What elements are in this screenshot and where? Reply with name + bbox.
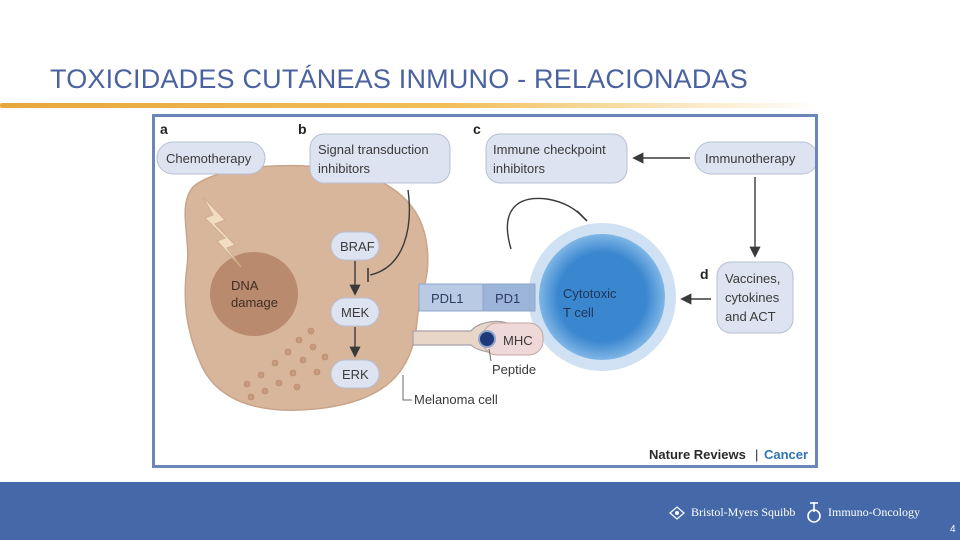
pd1-label: PD1 <box>495 291 520 306</box>
checkpoint-inhibition-arrow <box>506 197 584 250</box>
nucleus <box>210 252 298 336</box>
figure-panel: a b c d DNA damage Chemotherapy Signal t… <box>152 114 818 468</box>
signal-transduction-label-line2: inhibitors <box>318 161 371 176</box>
source-journal: Nature Reviews <box>649 447 746 462</box>
immuno-oncology-icon <box>807 502 821 523</box>
bms-emblem-icon <box>669 505 685 520</box>
pdl1-label: PDL1 <box>431 291 464 306</box>
t-cell-label-line2: T cell <box>563 305 594 320</box>
panel-letter-d: d <box>700 266 709 282</box>
signal-inhibition-arrow <box>369 189 411 276</box>
signal-transduction-label-line1: Signal transduction <box>318 142 429 157</box>
page-number: 4 <box>950 524 956 535</box>
dna-damage-label-line2: damage <box>231 295 278 310</box>
t-cell-label-line1: Cytotoxic <box>563 286 617 301</box>
vaccines-label-line1: Vaccines, <box>725 271 780 286</box>
checkpoint-inhibitors-box <box>485 133 628 184</box>
dna-damage-label-line1: DNA <box>231 278 259 293</box>
chemotherapy-label: Chemotherapy <box>166 151 252 166</box>
mhc-label: MHC <box>503 333 533 348</box>
peptide-marker <box>478 330 496 348</box>
braf-label: BRAF <box>340 239 375 254</box>
bms-logo-text: Bristol-Myers Squibb <box>691 505 796 519</box>
immuno-oncology-text: Immuno-Oncology <box>828 504 920 519</box>
footer-band <box>0 482 960 540</box>
vaccines-label-line3: and ACT <box>725 309 776 324</box>
braf-node <box>330 231 380 261</box>
vaccines-label-line2: cytokines <box>725 290 780 305</box>
checkpoint-inhibition-bar <box>576 210 588 222</box>
panel-letter-a: a <box>160 121 168 137</box>
bms-logo: Bristol-Myers Squibb <box>668 505 795 520</box>
pdl1-receptor <box>418 283 484 312</box>
source-separator: | <box>755 447 758 462</box>
title-underline <box>0 103 820 108</box>
immunotherapy-label: Immunotherapy <box>705 151 796 166</box>
pd1-receptor <box>482 283 536 312</box>
melanosome-granules <box>243 327 329 401</box>
lightning-bolt-icon <box>202 196 242 268</box>
panel-letter-b: b <box>298 121 307 137</box>
checkpoint-inhibitors-label-line2: inhibitors <box>493 161 546 176</box>
melanoma-leader-line <box>402 375 412 401</box>
t-cell-body <box>539 234 665 360</box>
melanoma-immunotherapy-diagram: a b c d DNA damage Chemotherapy Signal t… <box>156 121 815 462</box>
mek-node <box>330 297 380 327</box>
source-section: Cancer <box>764 447 808 462</box>
peptide-leader-line <box>488 348 492 362</box>
erk-label: ERK <box>342 367 369 382</box>
mek-label: MEK <box>341 305 370 320</box>
melanoma-cell-label: Melanoma cell <box>414 392 498 407</box>
immuno-oncology-logo: Immuno-Oncology <box>805 500 920 524</box>
slide-title: TOXICIDADES CUTÁNEAS INMUNO - RELACIONAD… <box>50 64 749 94</box>
vaccines-box <box>716 261 794 334</box>
erk-node <box>330 359 380 389</box>
checkpoint-inhibitors-label-line1: Immune checkpoint <box>493 142 606 157</box>
peptide-label: Peptide <box>492 362 536 377</box>
chemotherapy-box <box>156 141 266 175</box>
signal-transduction-box <box>309 133 451 184</box>
immunotherapy-box <box>694 141 815 175</box>
panel-letter-c: c <box>473 121 481 137</box>
